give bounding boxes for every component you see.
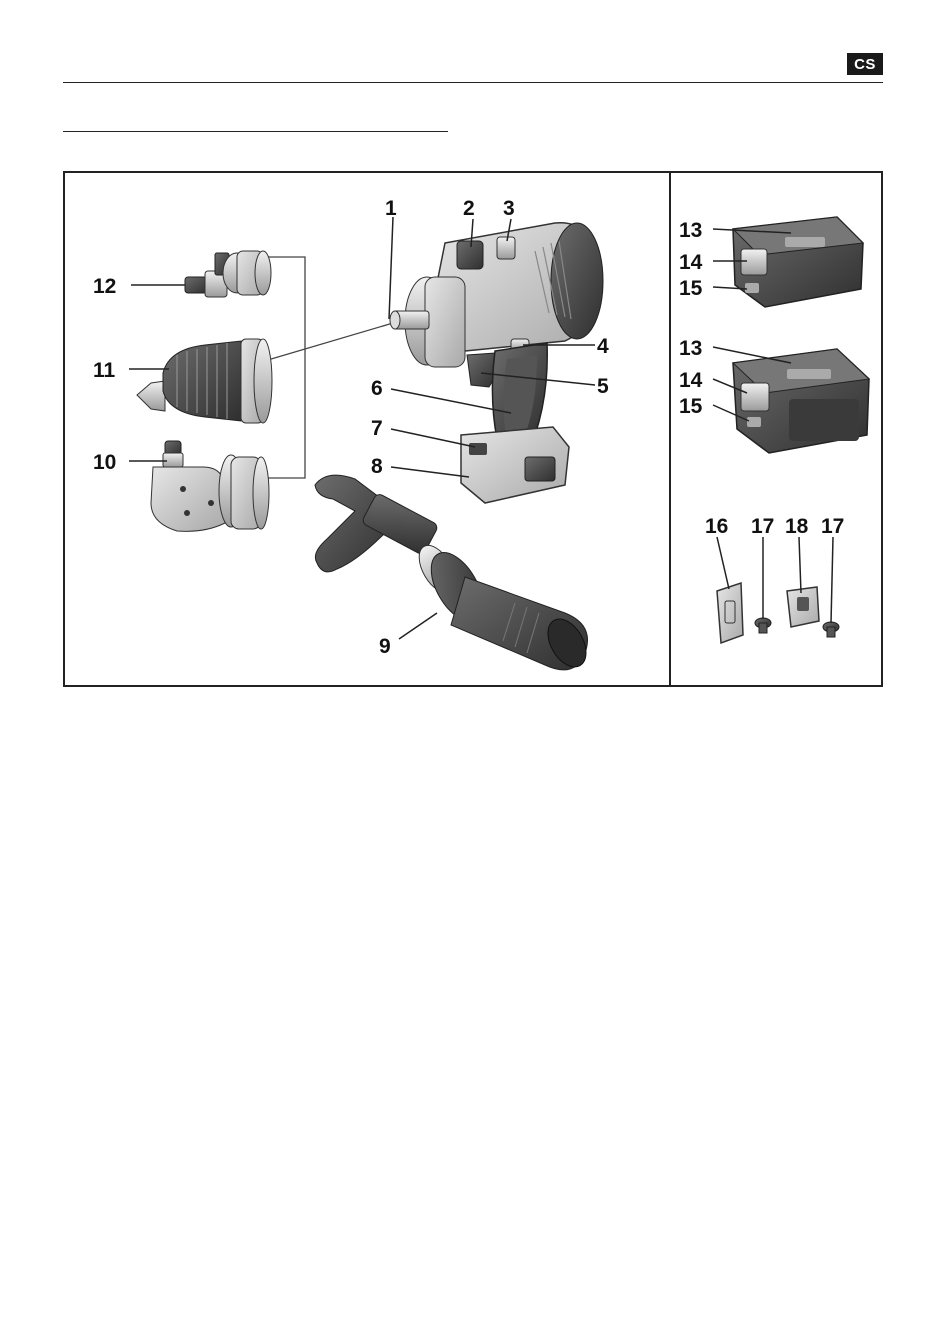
callout-13-large: 13 — [679, 337, 702, 360]
angle-attachment — [151, 441, 269, 531]
callout-13-compact: 13 — [679, 219, 702, 242]
section-title-rule — [63, 131, 448, 132]
callout-3: 3 — [503, 197, 515, 220]
callout-11: 11 — [93, 359, 116, 382]
callout-4: 4 — [597, 335, 609, 358]
callout-15-compact: 15 — [679, 277, 703, 300]
auxiliary-handle — [315, 475, 594, 673]
callout-6: 6 — [371, 377, 383, 400]
product-illustration: 1 2 3 4 5 6 7 8 9 10 11 12 13 14 15 13 1… — [65, 173, 881, 685]
callout-5: 5 — [597, 375, 609, 398]
screw-left — [755, 618, 771, 633]
header-rule — [63, 82, 883, 83]
callout-14-compact: 14 — [679, 251, 703, 274]
callout-7: 7 — [371, 417, 383, 440]
callout-1: 1 — [385, 197, 397, 220]
callout-10: 10 — [93, 451, 116, 474]
keyless-chuck — [137, 339, 272, 423]
callout-8: 8 — [371, 455, 383, 478]
callout-9: 9 — [379, 635, 391, 658]
bit-holder-clip — [787, 587, 819, 627]
callout-2: 2 — [463, 197, 475, 220]
callout-12: 12 — [93, 275, 116, 298]
callout-15-large: 15 — [679, 395, 703, 418]
drill-body — [390, 223, 603, 503]
product-figure: 1 2 3 4 5 6 7 8 9 10 11 12 13 14 15 13 1… — [63, 171, 883, 687]
belt-clip — [717, 583, 743, 643]
bit-holder-adapter — [185, 251, 271, 297]
callout-17-left: 17 — [751, 515, 774, 538]
screw-right — [823, 622, 839, 637]
callout-14-large: 14 — [679, 369, 703, 392]
callout-18: 18 — [785, 515, 809, 538]
battery-large — [733, 349, 869, 453]
language-badge: CS — [847, 53, 883, 75]
callout-17-right: 17 — [821, 515, 844, 538]
callout-16: 16 — [705, 515, 728, 538]
